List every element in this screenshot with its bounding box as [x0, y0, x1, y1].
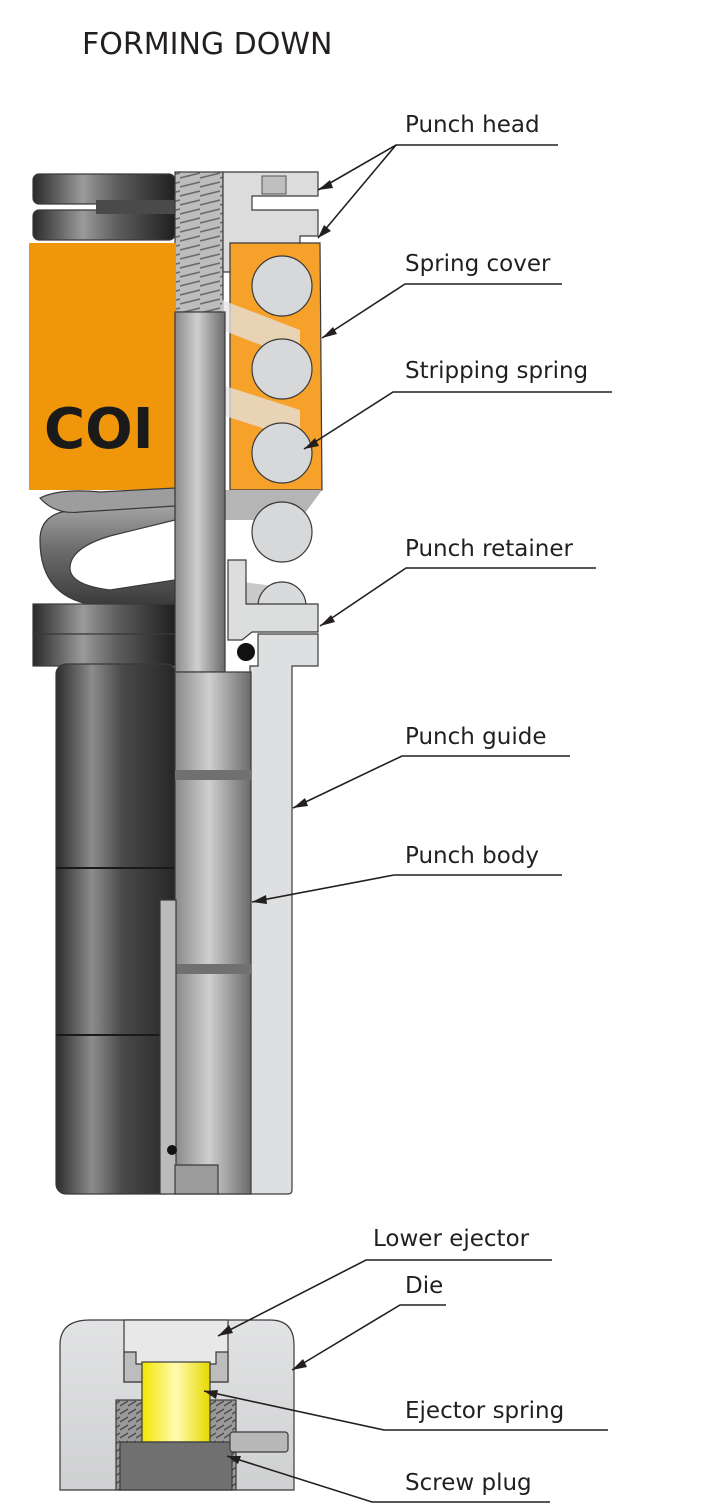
callout-leaders [203, 144, 612, 1503]
label-stripping-spring: Stripping spring [405, 358, 588, 384]
die-assembly [59, 1319, 295, 1491]
punch-assembly: COI [29, 171, 323, 1195]
label-punch-body: Punch body [405, 843, 539, 869]
brand-lettering: COI [44, 397, 154, 462]
diagram-title: FORMING DOWN [82, 27, 333, 62]
label-screw-plug: Screw plug [405, 1470, 532, 1496]
label-punch-guide: Punch guide [405, 724, 546, 750]
label-punch-retainer: Punch retainer [405, 536, 573, 562]
ejector-spring-body [141, 1361, 211, 1443]
screw-plug-body [119, 1441, 233, 1491]
label-ejector-spring: Ejector spring [405, 1398, 564, 1424]
stripping-spring [39, 255, 322, 631]
punch-body [159, 311, 252, 1195]
label-lower-ejector: Lower ejector [373, 1226, 530, 1252]
label-spring-cover: Spring cover [405, 251, 551, 277]
punch-retainer [32, 559, 319, 661]
label-die: Die [405, 1273, 443, 1299]
label-punch-head: Punch head [405, 112, 540, 138]
